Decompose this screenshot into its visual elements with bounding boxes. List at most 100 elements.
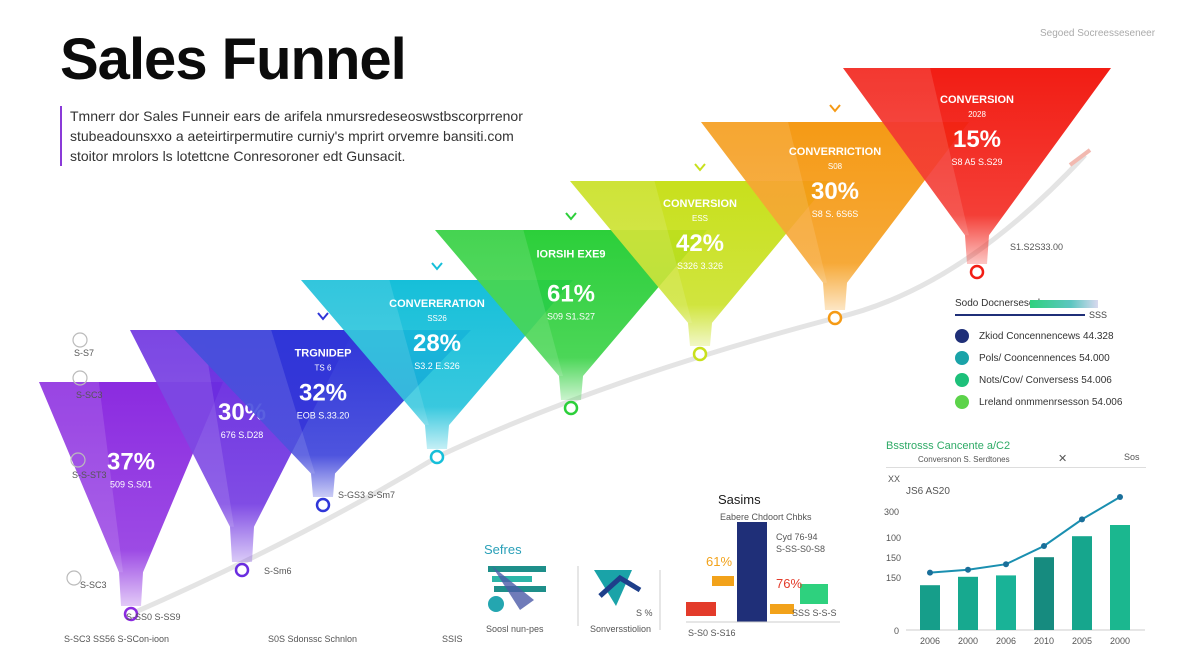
corner-text: Segoed Socreesseseneer bbox=[1040, 28, 1156, 39]
funnel-note: S1.S2S33.00 bbox=[1010, 242, 1064, 252]
stage-sub: S09 S1.S27 bbox=[547, 311, 595, 321]
stage-label: CONVERERATION bbox=[389, 298, 485, 310]
sefres-arrow bbox=[492, 566, 534, 610]
stage-sub: S8 S. 6S6S bbox=[812, 209, 859, 219]
funnel-stage-highlight bbox=[301, 280, 429, 426]
stage-sub: S3.2 E.S26 bbox=[414, 361, 460, 371]
legend-item-label: Zkiod Concennencews 44.328 bbox=[979, 330, 1114, 342]
biz-x-tick: 2006 bbox=[920, 636, 940, 646]
biz-x-label: XX bbox=[888, 474, 901, 484]
legend: Sodo Docnersesed SSS Zkiod Concennencews… bbox=[955, 298, 1155, 418]
funnel-stage-shape bbox=[701, 122, 969, 310]
bottom-note: SSIS bbox=[442, 634, 463, 644]
conv-caption: Sonversstiolion bbox=[590, 624, 652, 634]
stage-value: 15% bbox=[953, 126, 1001, 153]
biz-y-tick: 0 bbox=[894, 626, 900, 636]
funnel-node bbox=[234, 562, 250, 578]
chevron-down-icon bbox=[829, 104, 841, 113]
close-icon[interactable]: ✕ bbox=[1058, 453, 1068, 465]
legend-item: Nots/Cov/ Conversess 54.006 bbox=[955, 372, 1112, 388]
page-title: Sales Funnel bbox=[60, 27, 407, 92]
chevron-down-icon bbox=[694, 163, 706, 172]
stage-value: 30% bbox=[811, 178, 859, 205]
legend-title: Sodo Docnersesed bbox=[955, 298, 1041, 309]
left-icon-label: S-SC3 bbox=[76, 390, 103, 400]
biz-line-point bbox=[1079, 516, 1085, 523]
biz-y-tick: 300 bbox=[884, 507, 900, 517]
stage-sub: S326 3.326 bbox=[677, 261, 723, 271]
funnel-stage-shape bbox=[570, 181, 830, 346]
arrow-tip bbox=[1068, 148, 1092, 167]
sasims-line: S-S0 S-S16 bbox=[688, 628, 736, 638]
intro-line: stubeadounsxxo a aeteirtirpermutire curn… bbox=[70, 128, 514, 144]
sasims-pct: 76% bbox=[776, 576, 803, 591]
funnel-stage-highlight bbox=[701, 122, 827, 283]
left-icon-label: S-S-ST3 bbox=[72, 470, 107, 480]
sasims-title: Sasims bbox=[718, 492, 761, 507]
bottom-note: S-SC3 SS56 S-SCon-ioon bbox=[64, 634, 170, 644]
biz-line bbox=[929, 496, 1121, 574]
sasims-line: S-SS-S0-S8 bbox=[776, 544, 826, 554]
legend-item: Pols/ Cooncennences 54.000 bbox=[955, 350, 1110, 366]
sasims-pct: 61% bbox=[706, 554, 733, 569]
stage-label: CONVERRICTION bbox=[789, 146, 881, 158]
stage-sub-label: ESS bbox=[692, 214, 708, 223]
biz-y-tick: 150 bbox=[886, 573, 902, 583]
biz-chart-sub: Conversnon S. Serdtones bbox=[918, 455, 1010, 464]
sasims-line: SSS S-S-S bbox=[792, 608, 837, 618]
funnel-stage-highlight bbox=[175, 330, 315, 474]
legend-dot bbox=[955, 395, 969, 409]
cloud-icon bbox=[488, 596, 504, 612]
legend-item: Lreland onmmenrsesson 54.006 bbox=[955, 394, 1122, 410]
funnel-stage-shape bbox=[843, 68, 1111, 264]
stage-value: 32% bbox=[299, 380, 347, 407]
funnel-node bbox=[123, 606, 139, 622]
funnel-stage-shape bbox=[39, 382, 223, 606]
stage-sub-label: 2028 bbox=[968, 110, 986, 119]
funnel-node bbox=[969, 264, 985, 280]
intro-line: stoitor mrolors ls lotettcne Conresorone… bbox=[70, 148, 406, 164]
stage-label: CONVERSION bbox=[663, 198, 737, 210]
sefres-bar bbox=[488, 566, 546, 572]
funnel-connector bbox=[129, 153, 1087, 617]
funnel-stage-highlight bbox=[843, 68, 969, 236]
biz-line-point bbox=[965, 566, 971, 573]
legend-dot bbox=[955, 373, 969, 387]
conv-triangle bbox=[594, 570, 632, 606]
legend-note: SSS bbox=[1089, 310, 1108, 320]
funnel-stage-shape bbox=[301, 280, 573, 449]
biz-x-tick: 2010 bbox=[1034, 636, 1054, 646]
legend-dot bbox=[955, 329, 969, 343]
sefres-bar bbox=[492, 576, 532, 582]
stage-label: TRGNIDEP bbox=[295, 348, 352, 360]
sasims-bar bbox=[800, 584, 828, 604]
funnel-node bbox=[429, 449, 445, 465]
legend-item-label: Nots/Cov/ Conversess 54.006 bbox=[979, 374, 1112, 386]
funnel-node bbox=[827, 310, 843, 326]
stage-label: CONVERSION bbox=[940, 94, 1014, 106]
funnel-node bbox=[563, 400, 579, 416]
stage-sub-label: TS 6 bbox=[315, 364, 332, 373]
chevron-down-icon bbox=[431, 262, 443, 271]
biz-y-tick: 100 bbox=[886, 533, 902, 543]
funnel-stage-highlight bbox=[570, 181, 692, 323]
stage-value: 42% bbox=[676, 230, 724, 257]
biz-bar bbox=[996, 575, 1016, 630]
funnel-node bbox=[315, 497, 331, 513]
conv-badge: S % bbox=[636, 608, 653, 618]
sasims-line: Cyd 76-94 bbox=[776, 532, 818, 542]
funnel-note: S-GS3 S-Sm7 bbox=[338, 490, 396, 500]
funnel-note: S-SS0 S-SS9 bbox=[126, 612, 181, 622]
funnel-note: S-Sm6 bbox=[264, 566, 292, 576]
biz-line-point bbox=[1003, 561, 1009, 568]
outline-icon bbox=[70, 452, 86, 468]
stage-sub: 509 S.S01 bbox=[110, 480, 152, 490]
sasims-bar bbox=[770, 604, 794, 614]
intro-line: Tmnerr dor Sales Funneir ears de arifela… bbox=[70, 108, 523, 124]
biz-x-tick: 2006 bbox=[996, 636, 1016, 646]
outline-icon bbox=[72, 332, 88, 348]
